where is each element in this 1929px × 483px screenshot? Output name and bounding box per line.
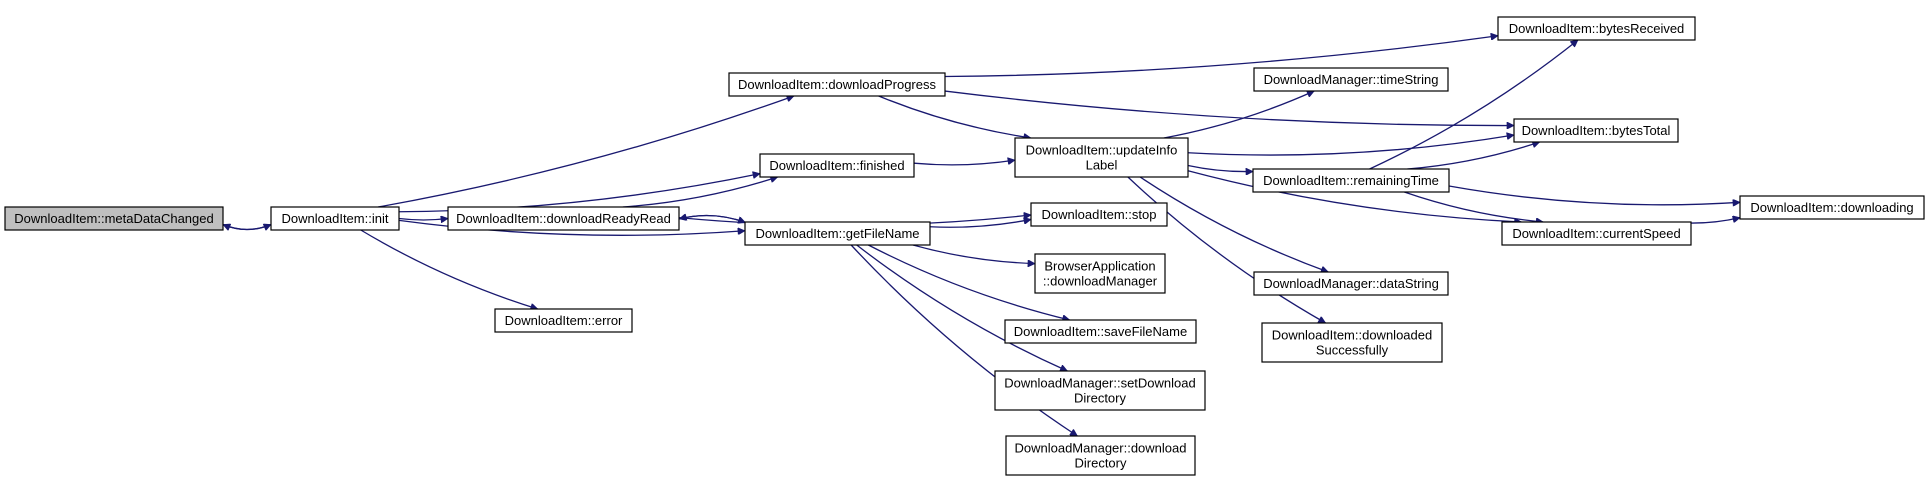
node-box[interactable]: [1005, 435, 1196, 476]
edges-layer: [222, 36, 1740, 437]
node-label: DownloadItem::updateInfo: [1026, 143, 1178, 158]
node-dataString[interactable]: DownloadManager::dataString: [1253, 271, 1449, 296]
node-label: DownloadItem::downloadReadyRead: [456, 211, 671, 226]
edge-getFileName-to-stop: [929, 219, 1031, 228]
node-label: DownloadItem::downloading: [1750, 200, 1913, 215]
edge-remainingTime-to-downloading: [1448, 185, 1740, 205]
node-label: Label: [1086, 158, 1118, 173]
node-label: Directory: [1074, 456, 1127, 471]
node-timeString[interactable]: DownloadManager::timeString: [1253, 67, 1449, 92]
edge-remainingTime-to-bytesTotal: [1407, 142, 1539, 170]
edge-updateInfoLabel-to-remainingTime: [1187, 164, 1253, 171]
node-label: DownloadManager::setDownload: [1004, 376, 1196, 391]
node-box[interactable]: [1513, 118, 1679, 143]
node-label: DownloadManager::timeString: [1264, 72, 1439, 87]
node-label: DownloadItem::downloadProgress: [738, 77, 936, 92]
node-saveFileName[interactable]: DownloadItem::saveFileName: [1004, 319, 1197, 344]
edge-getFileName-to-saveFileName: [868, 244, 1069, 320]
edge-getFileName-to-downloadReadyRead: [679, 215, 746, 224]
edge-finished-to-updateInfoLabel: [913, 160, 1015, 166]
node-currentSpeed[interactable]: DownloadItem::currentSpeed: [1501, 221, 1692, 246]
node-label: Directory: [1074, 391, 1127, 406]
node-label: DownloadItem::stop: [1042, 207, 1157, 222]
node-remainingTime[interactable]: DownloadItem::remainingTime: [1252, 168, 1450, 193]
node-label: BrowserApplication: [1044, 259, 1155, 274]
edge-updateInfoLabel-to-dataString: [1139, 176, 1328, 272]
node-box[interactable]: [1034, 253, 1166, 294]
node-box[interactable]: [1501, 221, 1692, 246]
node-label: DownloadManager::download: [1014, 441, 1186, 456]
node-label: DownloadItem::saveFileName: [1014, 324, 1187, 339]
node-box[interactable]: [759, 153, 915, 178]
node-label: ::downloadManager: [1043, 274, 1158, 289]
edge-init-to-error: [360, 229, 538, 309]
node-stop[interactable]: DownloadItem::stop: [1030, 202, 1168, 227]
node-box[interactable]: [1497, 16, 1696, 41]
node-label: DownloadItem::finished: [769, 158, 904, 173]
node-label: DownloadItem::remainingTime: [1263, 173, 1439, 188]
node-metaDataChanged[interactable]: DownloadItem::metaDataChanged: [4, 206, 224, 231]
node-getFileName[interactable]: DownloadItem::getFileName: [744, 221, 931, 246]
edge-remainingTime-to-currentSpeed: [1404, 191, 1543, 222]
node-box[interactable]: [1739, 195, 1925, 220]
node-box[interactable]: [1253, 271, 1449, 296]
node-label: DownloadItem::init: [282, 211, 389, 226]
node-box[interactable]: [744, 221, 931, 246]
edge-getFileName-to-setDownloadDirectory: [856, 244, 1068, 371]
node-box[interactable]: [1014, 137, 1189, 178]
edge-init-to-getFileName: [398, 219, 745, 236]
edge-getFileName-to-browserDownloadManager: [912, 244, 1035, 264]
edge-getFileName-to-downloadDirectory: [850, 244, 1077, 437]
node-downloading[interactable]: DownloadItem::downloading: [1739, 195, 1925, 220]
edge-currentSpeed-to-downloading: [1690, 218, 1740, 224]
node-box[interactable]: [447, 206, 680, 231]
edge-metaDataChanged-to-init: [222, 225, 271, 230]
edge-downloadProgress-to-bytesReceived: [944, 36, 1498, 78]
node-box[interactable]: [494, 308, 633, 333]
node-error[interactable]: DownloadItem::error: [494, 308, 633, 333]
node-box[interactable]: [270, 206, 400, 231]
node-box[interactable]: [1261, 322, 1443, 363]
node-box[interactable]: [994, 370, 1206, 411]
edge-downloadProgress-to-updateInfoLabel: [878, 95, 1031, 138]
node-box[interactable]: [728, 72, 946, 97]
edge-remainingTime-to-bytesReceived: [1369, 39, 1578, 170]
node-label: DownloadItem::metaDataChanged: [14, 211, 213, 226]
node-box[interactable]: [1253, 67, 1449, 92]
edge-init-to-downloadProgress: [377, 96, 794, 208]
edge-downloadProgress-to-bytesTotal: [944, 90, 1514, 125]
edge-updateInfoLabel-to-timeString: [1163, 91, 1314, 139]
edge-downloadReadyRead-to-finished: [622, 177, 778, 208]
node-box[interactable]: [1004, 319, 1197, 344]
edge-updateInfoLabel-to-bytesTotal: [1187, 135, 1514, 156]
edge-init-to-downloadReadyRead: [398, 219, 448, 220]
node-label: DownloadItem::bytesReceived: [1509, 21, 1685, 36]
node-bytesReceived[interactable]: DownloadItem::bytesReceived: [1497, 16, 1696, 41]
node-box[interactable]: [4, 206, 224, 231]
edge-updateInfoLabel-to-downloadedSuccessfully: [1127, 176, 1326, 324]
node-label: DownloadItem::error: [505, 313, 623, 328]
node-label: DownloadItem::currentSpeed: [1512, 226, 1680, 241]
node-box[interactable]: [1030, 202, 1168, 227]
node-bytesTotal[interactable]: DownloadItem::bytesTotal: [1513, 118, 1679, 143]
node-label: DownloadItem::getFileName: [755, 226, 919, 241]
node-finished[interactable]: DownloadItem::finished: [759, 153, 915, 178]
node-box[interactable]: [1252, 168, 1450, 193]
edge-updateInfoLabel-to-currentSpeed: [1187, 170, 1522, 222]
node-downloadProgress[interactable]: DownloadItem::downloadProgress: [728, 72, 946, 97]
node-browserDownloadManager[interactable]: BrowserApplication::downloadManager: [1034, 253, 1166, 294]
node-label: DownloadItem::downloaded: [1272, 328, 1432, 343]
node-label: DownloadItem::bytesTotal: [1522, 123, 1671, 138]
node-label: Successfully: [1316, 343, 1389, 358]
node-label: DownloadManager::dataString: [1263, 276, 1439, 291]
node-init[interactable]: DownloadItem::init: [270, 206, 400, 231]
node-downloadReadyRead[interactable]: DownloadItem::downloadReadyRead: [447, 206, 680, 231]
